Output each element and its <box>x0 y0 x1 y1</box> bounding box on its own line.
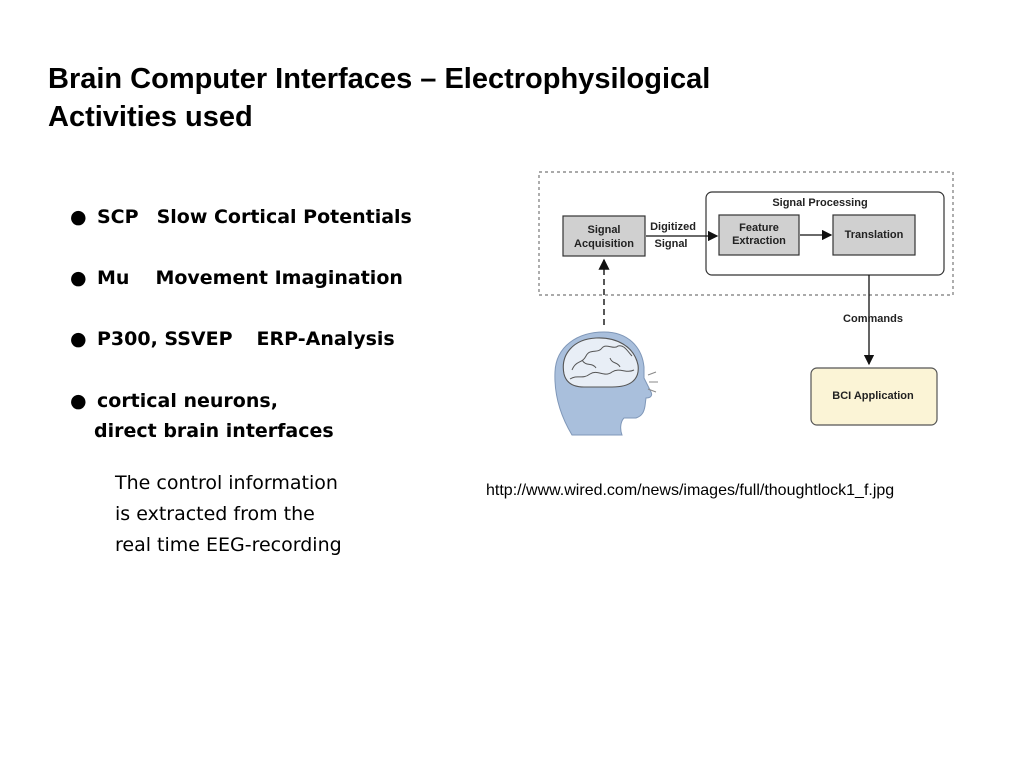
control-info-note: The control information is extracted fro… <box>115 468 395 561</box>
bci-application-box <box>810 367 938 426</box>
slide-title: Brain Computer Interfaces – Electrophysi… <box>48 60 928 136</box>
bullet-description: direct brain interfaces <box>94 420 334 442</box>
source-url: http://www.wired.com/news/images/full/th… <box>486 482 895 499</box>
feature-extraction-label-1: Feature <box>739 222 779 234</box>
feature-extraction-box <box>718 214 800 256</box>
bullet-term: cortical neurons, <box>97 390 278 412</box>
bullet-marker: ● <box>70 328 87 350</box>
commands-label: Commands <box>843 313 903 325</box>
system-boundary <box>538 171 954 296</box>
bci-diagram: Signal Processing Signal Acquisition Dig… <box>538 171 954 436</box>
head-brain-icon <box>554 331 658 436</box>
translation-box <box>832 214 916 256</box>
bullet-marker: ● <box>70 206 87 228</box>
bullet-item-mu: ● Mu Movement Imagination <box>70 263 403 293</box>
note-line-2: is extracted from the <box>115 503 315 525</box>
feature-extraction-label-2: Extraction <box>732 235 786 247</box>
bullet-description: Movement Imagination <box>155 267 403 289</box>
bullet-item-cortical: ● cortical neurons, direct brain interfac… <box>70 386 334 446</box>
bullet-marker: ● <box>70 267 87 289</box>
signal-acquisition-box <box>562 215 646 257</box>
bullet-term: P300, SSVEP <box>97 328 233 350</box>
signal-acquisition-label-1: Signal <box>587 224 620 236</box>
bullet-term: Mu <box>97 267 130 289</box>
bullet-term: SCP <box>97 206 139 228</box>
bullet-description: ERP-Analysis <box>256 328 395 350</box>
signal-processing-label: Signal Processing <box>772 197 867 209</box>
note-line-3: real time EEG-recording <box>115 534 342 556</box>
slide-title-line-2: Activities used <box>48 101 253 133</box>
bci-application-label: BCI Application <box>832 390 914 402</box>
signal-acquisition-label-2: Acquisition <box>574 238 634 250</box>
digitized-label-2: Signal <box>654 238 687 250</box>
slide-title-line-1: Brain Computer Interfaces – Electrophysi… <box>48 63 711 95</box>
note-line-1: The control information <box>115 472 338 494</box>
bullet-item-scp: ● SCP Slow Cortical Potentials <box>70 202 412 232</box>
bullet-item-p300: ● P300, SSVEP ERP-Analysis <box>70 324 395 354</box>
bullet-description: Slow Cortical Potentials <box>156 206 412 228</box>
bullet-marker: ● <box>70 390 87 412</box>
translation-label: Translation <box>845 229 904 241</box>
digitized-label-1: Digitized <box>650 221 696 233</box>
